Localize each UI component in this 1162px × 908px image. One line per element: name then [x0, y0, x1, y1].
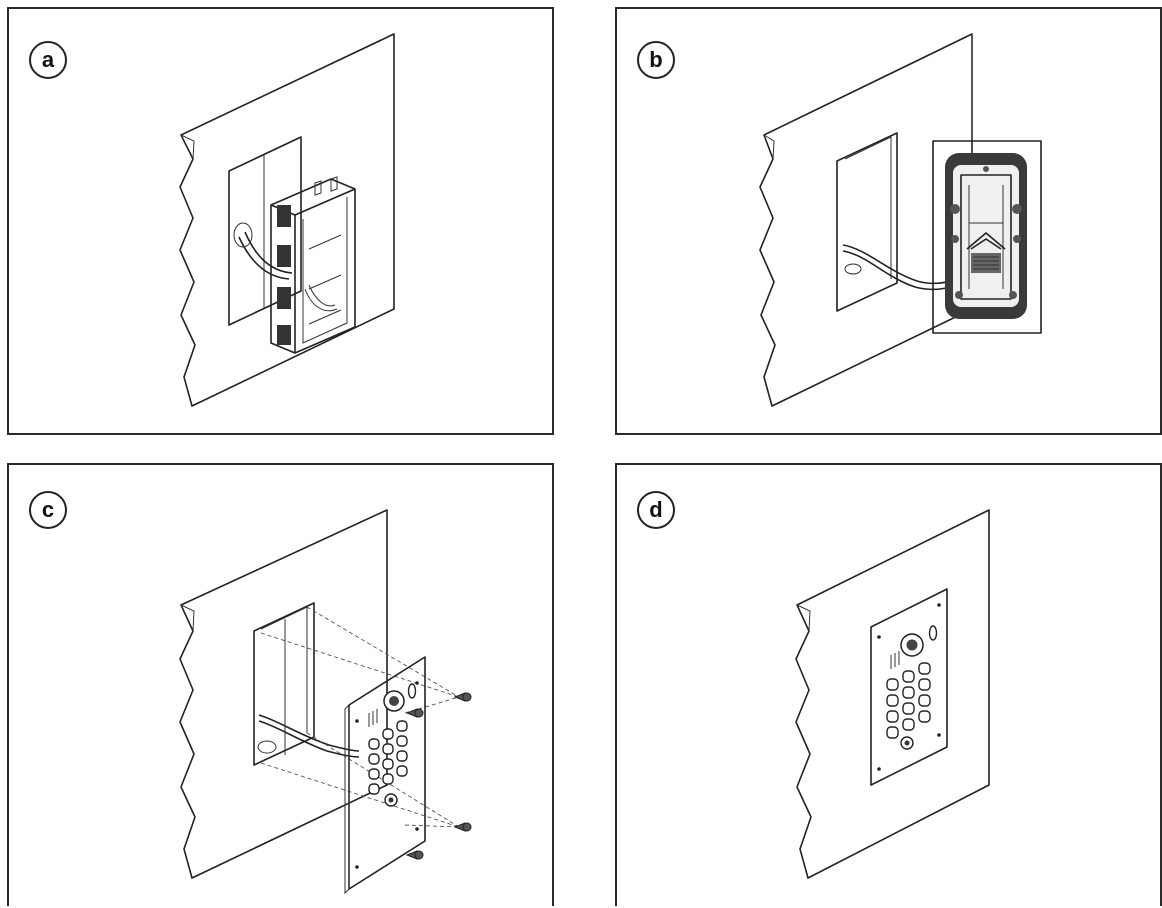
- step-c-label: c: [29, 491, 67, 529]
- wall-cutout: [253, 602, 315, 766]
- cable: [238, 236, 290, 280]
- step-b-drawing: [759, 33, 1042, 407]
- keypad: [886, 662, 931, 739]
- step-a-label: a: [29, 41, 67, 79]
- wall-cutout: [836, 132, 898, 312]
- step-b-label: b: [637, 41, 675, 79]
- step-c-drawing: [179, 509, 472, 895]
- screws: [405, 692, 472, 860]
- cable: [258, 714, 360, 752]
- step-b-panel: b: [615, 7, 1162, 435]
- wall: [179, 33, 395, 407]
- step-a-panel: a: [7, 7, 554, 435]
- wall-cutout: [228, 136, 302, 326]
- panel-back: [945, 153, 1027, 319]
- wall: [795, 509, 990, 879]
- step-d-panel: d: [615, 463, 1162, 906]
- wall: [179, 509, 388, 879]
- detail-inset: [932, 140, 1042, 334]
- step-a-drawing: [179, 33, 395, 407]
- step-d-drawing: [795, 509, 990, 879]
- faceplate: [344, 656, 426, 895]
- step-c-panel: c: [7, 463, 554, 906]
- step-d-label: d: [637, 491, 675, 529]
- mounting-box: [270, 176, 356, 354]
- wall: [759, 33, 973, 407]
- keypad: [368, 720, 408, 795]
- installed-faceplate: [870, 588, 948, 786]
